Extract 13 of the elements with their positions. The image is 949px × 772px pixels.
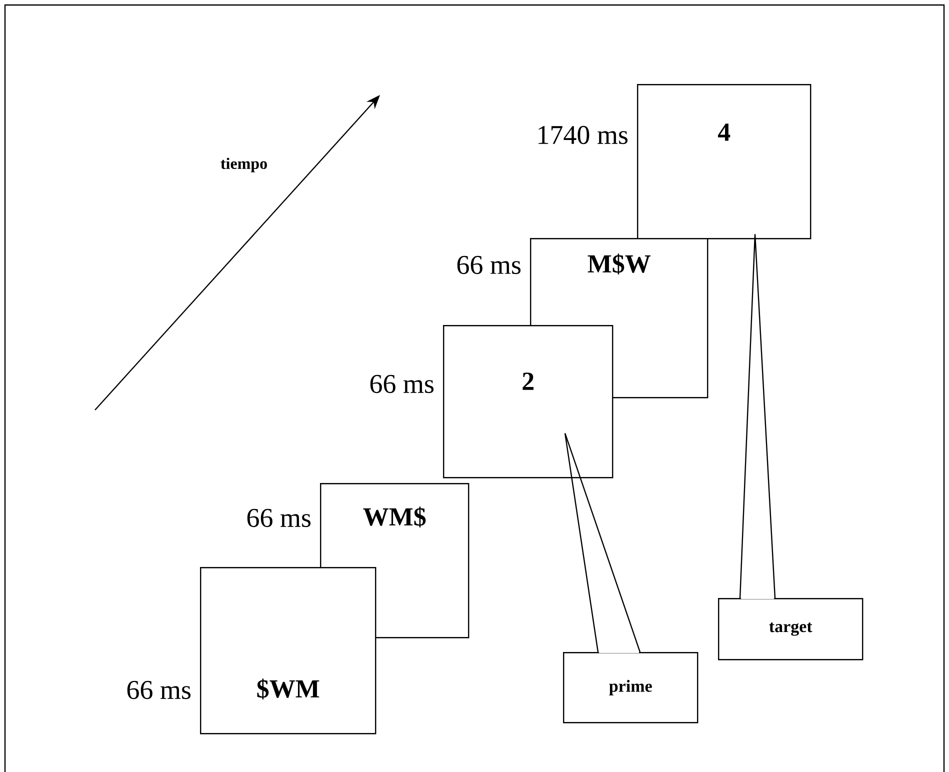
duration-label: 66 ms (127, 680, 190, 700)
stimulus-frame: 4 (637, 84, 812, 240)
duration-label: 66 ms (370, 374, 434, 394)
callout-pointer (564, 432, 641, 653)
callout-pointer (739, 234, 776, 599)
duration-label: 1740 ms (538, 126, 628, 144)
callout-box: prime (563, 651, 698, 724)
duration-label: 66 ms (457, 256, 520, 274)
duration-label: 66 ms (247, 508, 310, 528)
stimulus-frame: $WM (200, 567, 376, 734)
callout-box: target (718, 597, 864, 660)
axis-label: tiempo (220, 158, 267, 172)
stimulus-frame: 2 (443, 325, 614, 478)
